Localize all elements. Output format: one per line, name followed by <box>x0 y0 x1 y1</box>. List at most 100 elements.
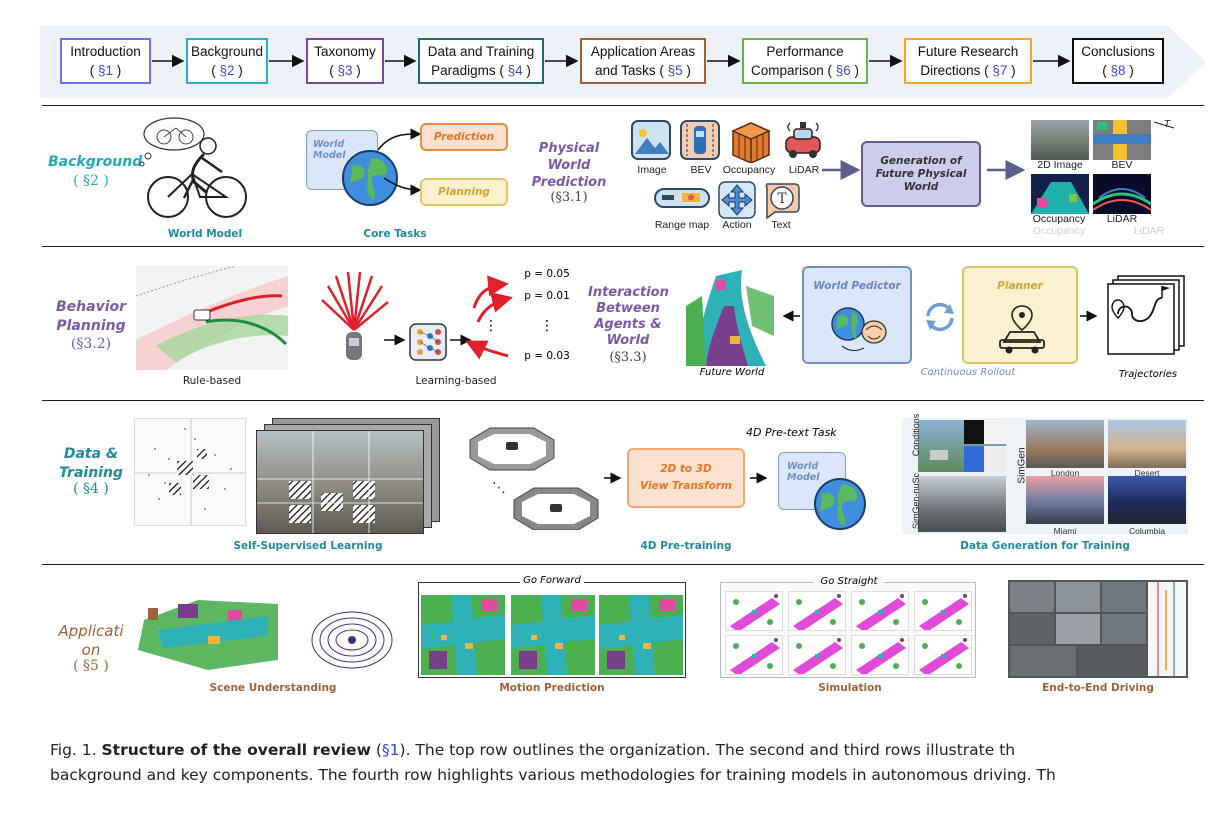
simulation-frame <box>914 635 972 675</box>
rule-based-image <box>136 266 288 370</box>
physical-world-prediction-ref: (§3.1) <box>550 190 588 205</box>
flow-box-4[interactable]: Data and Training Paradigms ( §4 ) <box>418 38 544 84</box>
continuous-rollout-label: Continuous Rollout <box>920 367 1016 378</box>
globe-icon <box>342 150 398 206</box>
place-label: Miami <box>1053 526 1077 536</box>
flow-box-ref[interactable]: §2 <box>219 63 235 78</box>
simulation-frame <box>725 635 783 675</box>
motion-frame-3 <box>599 595 683 675</box>
flow-box-1[interactable]: Introduction ( §1 ) <box>60 38 151 84</box>
learning-based-diagram <box>321 271 513 361</box>
place-label: Columbia <box>1129 526 1165 536</box>
masked-point-cloud-image <box>134 418 246 526</box>
output-label: 2D Image <box>1037 159 1083 171</box>
conditions-image <box>918 420 1006 472</box>
datagen-side-simgen: SimGen <box>1016 447 1028 484</box>
flow-box-label: Performance Comparison <box>750 44 844 78</box>
probability-label-2: p = 0.01 <box>524 290 570 302</box>
output-label-faded: LiDAR <box>1133 225 1165 237</box>
row-label-background: Background <box>48 154 143 170</box>
globe-icon <box>814 478 866 530</box>
ellipsis-right: ⋮ <box>540 318 554 334</box>
planning-box: Planning <box>420 178 508 206</box>
caption-end-to-end-driving: End-to-End Driving <box>1042 682 1154 694</box>
flow-box-5[interactable]: Application Areas and Tasks ( §5 ) <box>580 38 706 84</box>
flow-box-ref[interactable]: §7 <box>992 63 1008 78</box>
datagen-side-simgen-nusc: SimGen-nuSc <box>911 472 921 530</box>
probability-label-1: p = 0.05 <box>524 268 570 280</box>
output-label: LiDAR <box>1106 213 1138 225</box>
lidar-car-icon <box>785 122 821 158</box>
simulation-frame <box>851 591 909 631</box>
simulation-frame <box>788 635 846 675</box>
flow-box-ref[interactable]: §3 <box>337 63 353 78</box>
figure-caption-line-1: Fig. 1. Structure of the overall review … <box>50 741 1016 759</box>
divider-line <box>42 105 1204 106</box>
scene-understanding-image <box>138 600 393 670</box>
simgen-nusc-image <box>918 476 1006 532</box>
flow-box-label: Data and Training Paradigms <box>427 44 535 78</box>
image-icon <box>631 120 671 160</box>
figure-caption-line-2: background and key components. The fourt… <box>50 766 1056 784</box>
arrow-to-outputs <box>987 160 1026 180</box>
flow-box-ref[interactable]: §5 <box>667 63 683 78</box>
input-label: LiDAR <box>788 164 820 176</box>
london-image <box>1026 420 1104 468</box>
time-axis-label: T <box>1163 118 1171 130</box>
prediction-box: Prediction <box>420 123 508 151</box>
multi-view-rings-image: ⋱ <box>469 427 599 530</box>
flow-box-ref[interactable]: §1 <box>97 63 113 78</box>
flow-box-label: Future Research Directions <box>917 44 1019 78</box>
simulation-panel <box>720 582 976 678</box>
flow-box-3[interactable]: Taxonomy ( §3 ) <box>306 38 384 84</box>
divider-line <box>42 246 1204 247</box>
caption-data-generation: Data Generation for Training <box>960 540 1130 552</box>
flow-box-6[interactable]: Performance Comparison ( §6 ) <box>742 38 868 84</box>
flow-box-7[interactable]: Future Research Directions ( §7 ) <box>904 38 1032 84</box>
action-arrows-icon <box>718 181 756 219</box>
row-label-data-training: Data & Training <box>59 446 123 481</box>
simulation-frame <box>914 591 972 631</box>
go-straight-label: Go Straight <box>814 576 884 587</box>
future-world-label: Future World <box>699 367 765 378</box>
rollout-cycle-icon <box>926 302 954 332</box>
core-task-arrows <box>377 128 422 196</box>
output-lidar-image <box>1093 174 1151 214</box>
desert-image <box>1108 420 1186 468</box>
trajectories-label: Trajectories <box>1118 369 1178 380</box>
probability-label-3: p = 0.03 <box>524 350 570 362</box>
figure-caption-line1-rest: . The top row outlines the organization.… <box>405 741 1016 759</box>
row-ref-behavior-planning: (§3.2) <box>70 336 112 352</box>
svg-text:T: T <box>777 191 787 207</box>
caption-learning-based: Learning-based <box>415 375 497 387</box>
masked-camera-frame <box>256 430 424 534</box>
physical-world-prediction-title: Physical World Prediction <box>531 141 607 190</box>
flow-box-label: Introduction <box>70 44 141 59</box>
place-label: Desert <box>1134 468 1160 478</box>
input-label: Occupancy <box>722 164 776 176</box>
flow-box-ref[interactable]: §8 <box>1110 63 1126 78</box>
view-transform-box: 2D to 3D View Transform <box>627 448 745 508</box>
row-ref-data-training: ( §4 ) <box>73 481 109 497</box>
go-forward-label: Go Forward <box>520 575 584 586</box>
row-ref-application: ( §5 ) <box>73 658 109 674</box>
simulation-frame <box>788 591 846 631</box>
flow-box-ref[interactable]: §6 <box>835 63 851 78</box>
flow-box-8[interactable]: Conclusions ( §8 ) <box>1072 38 1164 84</box>
output-bev-image <box>1093 120 1151 160</box>
datagen-side-conditions: Conditions <box>911 413 921 457</box>
output-occupancy-image <box>1031 174 1089 214</box>
occupancy-cube-icon <box>731 122 771 163</box>
arrow-to-generation <box>822 160 861 180</box>
flow-box-2[interactable]: Background ( §2 ) <box>186 38 268 84</box>
row-label-application: Applicati on <box>58 622 124 659</box>
input-label: BEV <box>690 164 712 176</box>
place-label: London <box>1050 468 1080 478</box>
output-2d-image <box>1031 120 1089 160</box>
figure-caption-ref-link[interactable]: §1 <box>381 741 400 759</box>
time-arrow <box>1153 121 1175 129</box>
flow-box-ref[interactable]: §4 <box>507 63 523 78</box>
input-label: Text <box>771 219 791 231</box>
row-label-behavior-planning: Behavior Planning <box>55 299 127 334</box>
arrow-to-future-world <box>782 310 800 322</box>
